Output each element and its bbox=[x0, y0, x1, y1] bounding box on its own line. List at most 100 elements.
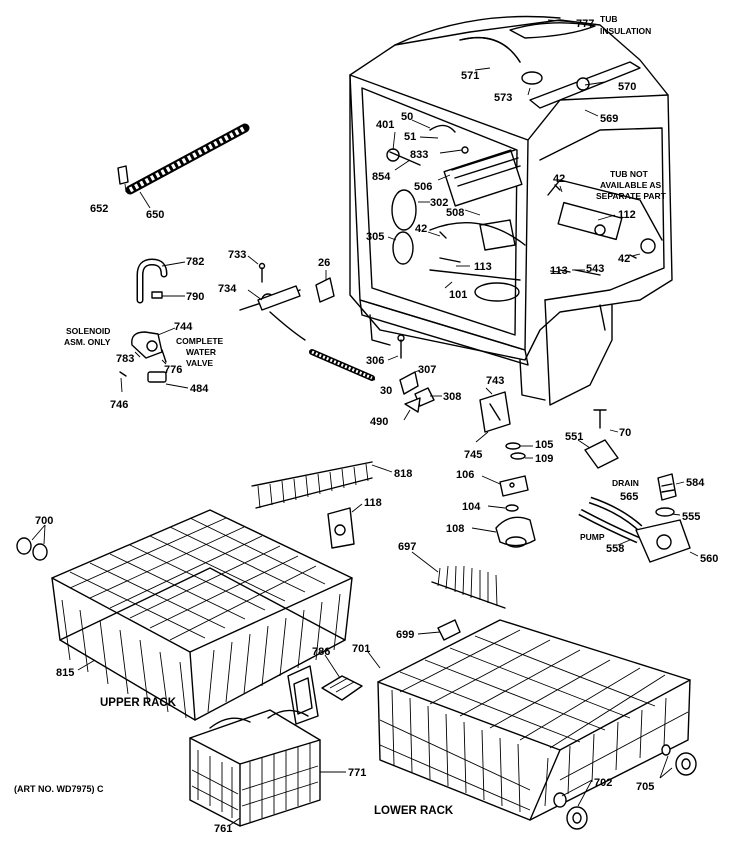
callout: 776 bbox=[164, 364, 182, 376]
callout: 306 bbox=[366, 355, 384, 367]
door-switch-734 bbox=[239, 262, 306, 341]
callout: 652 bbox=[90, 203, 108, 215]
callout: 551 bbox=[565, 431, 583, 443]
door-latch-parts bbox=[397, 334, 511, 433]
wheel-699 bbox=[437, 619, 461, 641]
basket-cover-786 bbox=[287, 665, 363, 725]
callout: 570 bbox=[618, 81, 636, 93]
complete-water-valve-line2: WATER bbox=[186, 347, 216, 357]
water-valve-assembly bbox=[119, 331, 167, 383]
callout: 746 bbox=[110, 399, 128, 411]
callout: 761 bbox=[214, 823, 232, 835]
callout: 42 bbox=[553, 173, 565, 185]
callout: 307 bbox=[418, 364, 436, 376]
rollers-700 bbox=[16, 537, 48, 561]
callout: 573 bbox=[494, 92, 512, 104]
hinge-spring-30 bbox=[309, 349, 375, 381]
tine-row-818 bbox=[251, 461, 373, 509]
callout: 302 bbox=[430, 197, 448, 209]
callout: 101 bbox=[449, 289, 467, 301]
callout: 777 bbox=[576, 18, 594, 30]
leader-lines bbox=[31, 19, 699, 826]
callout: 506 bbox=[414, 181, 432, 193]
callout: 113 bbox=[474, 261, 492, 273]
callout: 105 bbox=[535, 439, 553, 451]
callout: 743 bbox=[486, 375, 504, 387]
complete-water-valve-line3: VALVE bbox=[186, 358, 213, 368]
callout: 106 bbox=[456, 469, 474, 481]
sump-parts bbox=[495, 439, 619, 548]
rollers-702-705 bbox=[553, 744, 697, 830]
callout: 42 bbox=[415, 223, 427, 235]
callout: 783 bbox=[116, 353, 134, 365]
callout: 699 bbox=[396, 629, 414, 641]
callout: 543 bbox=[586, 263, 604, 275]
callout: 70 bbox=[619, 427, 631, 439]
callout: 705 bbox=[636, 781, 654, 793]
complete-water-valve-line1: COMPLETE bbox=[176, 336, 224, 346]
callout: 786 bbox=[312, 646, 330, 658]
upper-rack-815 bbox=[51, 509, 353, 721]
callout: 305 bbox=[366, 231, 384, 243]
door-gasket-650 bbox=[117, 123, 250, 195]
tub-assembly bbox=[349, 15, 673, 406]
callout: 790 bbox=[186, 291, 204, 303]
callout: 771 bbox=[348, 767, 366, 779]
lower-rack-label: LOWER RACK bbox=[374, 805, 454, 817]
callout: 401 bbox=[376, 119, 394, 131]
solenoid-note-line2: ASM. ONLY bbox=[64, 337, 111, 347]
callout: 108 bbox=[446, 523, 464, 535]
callout: 51 bbox=[404, 131, 416, 143]
callout: 744 bbox=[174, 321, 193, 333]
tub-not-available-note-line2: AVAILABLE AS bbox=[600, 180, 662, 190]
bracket-26 bbox=[315, 277, 335, 303]
callout: 571 bbox=[461, 70, 479, 82]
art-number: (ART NO. WD7975) C bbox=[14, 784, 104, 794]
callout: 650 bbox=[146, 209, 164, 221]
callout: 782 bbox=[186, 256, 204, 268]
tub-not-available-note-line3: SEPARATE PART bbox=[596, 191, 667, 201]
callout: 490 bbox=[370, 416, 388, 428]
callout: 42 bbox=[618, 253, 630, 265]
callout: 560 bbox=[700, 553, 718, 565]
callout: 50 bbox=[401, 111, 413, 123]
tub-insulation-note-line1: TUB bbox=[600, 14, 617, 24]
callout: 555 bbox=[682, 511, 700, 523]
callout: 26 bbox=[318, 257, 330, 269]
lower-rack-701 bbox=[377, 619, 691, 821]
silverware-basket bbox=[189, 709, 321, 827]
callout: 113 bbox=[550, 265, 568, 277]
callout: 112 bbox=[618, 209, 636, 221]
callout: 815 bbox=[56, 667, 74, 679]
callout: 118 bbox=[364, 497, 382, 509]
upper-rack-label: UPPER RACK bbox=[100, 697, 177, 709]
pump-note: PUMP bbox=[580, 532, 605, 542]
callout: 702 bbox=[594, 777, 612, 789]
drain-note: DRAIN bbox=[612, 478, 639, 488]
callout: 565 bbox=[620, 491, 638, 503]
solenoid-note-line1: SOLENOID bbox=[66, 326, 110, 336]
callout: 745 bbox=[464, 449, 482, 461]
rack-clip-118 bbox=[327, 507, 355, 549]
screw-70 bbox=[593, 409, 607, 429]
fill-hose-782 bbox=[136, 258, 168, 304]
callout: 818 bbox=[394, 468, 412, 480]
callout: 700 bbox=[35, 515, 53, 527]
callout-numbers: 777 571 573 570 569 50 401 51 833 854 50… bbox=[35, 18, 718, 835]
callout: 854 bbox=[372, 171, 391, 183]
callout: 104 bbox=[462, 501, 481, 513]
callout: 558 bbox=[606, 543, 624, 555]
callout: 833 bbox=[410, 149, 428, 161]
callout: 701 bbox=[352, 643, 370, 655]
tub-not-available-note-line1: TUB NOT bbox=[610, 169, 649, 179]
callout: 697 bbox=[398, 541, 416, 553]
annotation-notes: TUB INSULATION TUB NOT AVAILABLE AS SEPA… bbox=[64, 14, 667, 542]
callout: 308 bbox=[443, 391, 461, 403]
callout: 109 bbox=[535, 453, 553, 465]
callout: 733 bbox=[228, 249, 246, 261]
callout: 584 bbox=[686, 477, 705, 489]
callout: 734 bbox=[218, 283, 237, 295]
drain-pump-assembly bbox=[578, 473, 691, 563]
callout: 569 bbox=[600, 113, 618, 125]
